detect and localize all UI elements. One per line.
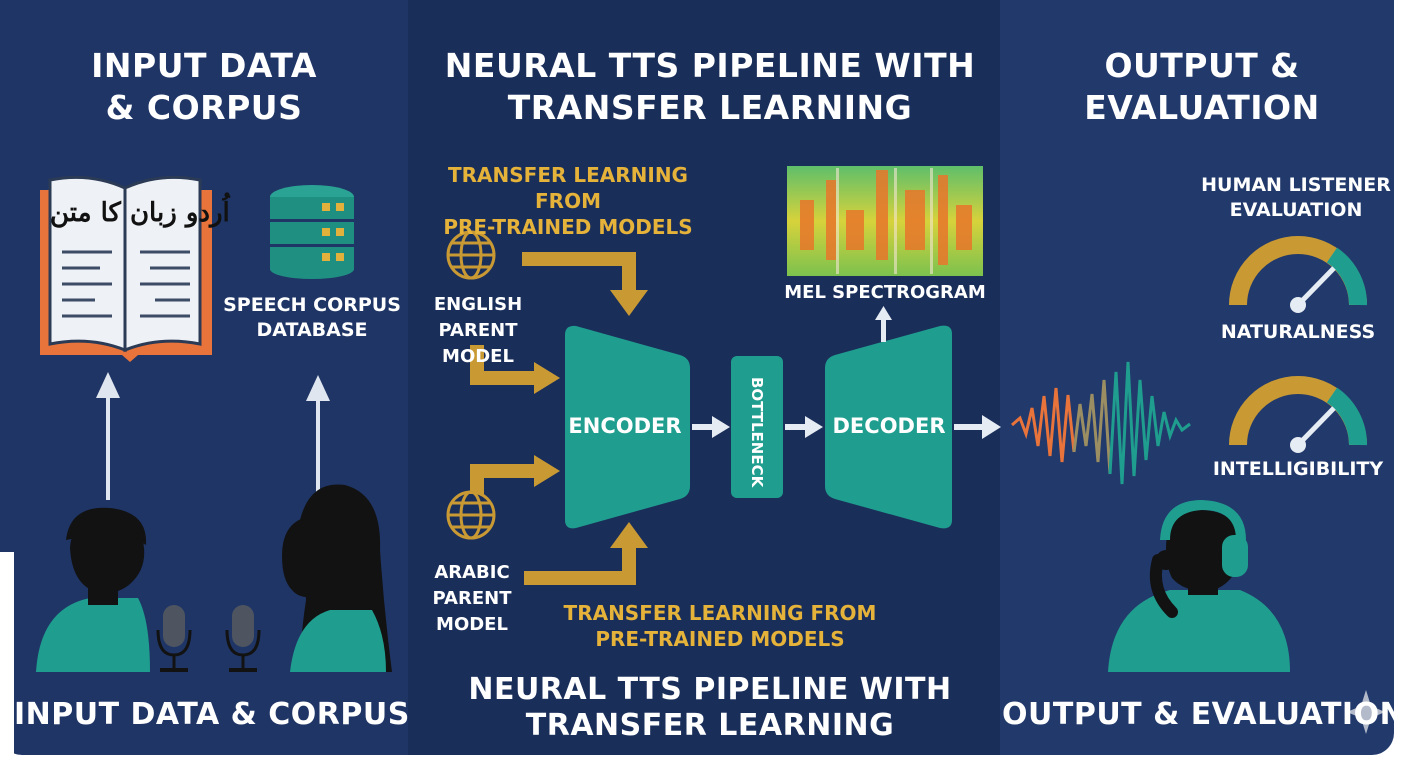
input-bottom-label: INPUT DATA & CORPUS xyxy=(14,697,410,732)
bottleneck-label: BOTTLENECK xyxy=(748,377,766,488)
input-title: INPUT DATA & CORPUS xyxy=(91,46,317,127)
flow-arrows xyxy=(692,306,1001,439)
transfer-label-top: TRANSFER LEARNING FROM PRE-TRAINED MODEL… xyxy=(443,163,693,239)
sparkle-icon xyxy=(1347,690,1385,734)
spectrogram-icon xyxy=(787,166,983,276)
english-model-label: ENGLISH PARENT MODEL xyxy=(433,294,523,367)
naturalness-label: NATURALNESS xyxy=(1220,321,1376,343)
speaker-male-icon xyxy=(36,507,150,672)
frame-edge-left xyxy=(0,552,14,768)
encoder-block xyxy=(565,325,690,529)
speaker-female-icon xyxy=(282,484,392,672)
gauge-icon xyxy=(1229,236,1368,453)
encoder-label: ENCODER xyxy=(568,414,682,438)
decoder-label: DECODER xyxy=(832,414,946,438)
intelligibility-label: INTELLIGIBILITY xyxy=(1212,458,1384,480)
waveform-icon xyxy=(1011,361,1191,485)
human-eval-heading: HUMAN LISTENER EVALUATION xyxy=(1201,174,1391,221)
arabic-model-label: ARABIC PARENT MODEL xyxy=(432,562,512,635)
database-icon xyxy=(270,185,354,279)
book-icon xyxy=(40,175,212,362)
upload-arrows xyxy=(96,372,330,500)
pipeline-bottom-label: NEURAL TTS PIPELINE WITH TRANSFER LEARNI… xyxy=(468,672,952,743)
bottleneck-block xyxy=(731,356,783,498)
spectrogram-label: MEL SPECTROGRAM xyxy=(784,282,986,303)
transfer-arrows xyxy=(470,252,648,585)
transfer-label-bottom: TRANSFER LEARNING FROM PRE-TRAINED MODEL… xyxy=(563,601,877,651)
output-bottom-label: OUTPUT & EVALUATION xyxy=(1002,697,1406,732)
speech-corpus-label: SPEECH CORPUS DATABASE xyxy=(223,294,401,341)
book-urdu-text: اُردو زبان کا متن xyxy=(50,198,230,228)
frame-edge-right xyxy=(1394,552,1408,768)
listener-headphones-icon xyxy=(1108,500,1290,672)
pipeline-title: NEURAL TTS PIPELINE WITH TRANSFER LEARNI… xyxy=(444,46,976,127)
decoder-block xyxy=(825,325,952,529)
microphone-icon xyxy=(156,605,261,672)
output-title: OUTPUT & EVALUATION xyxy=(1084,46,1320,127)
